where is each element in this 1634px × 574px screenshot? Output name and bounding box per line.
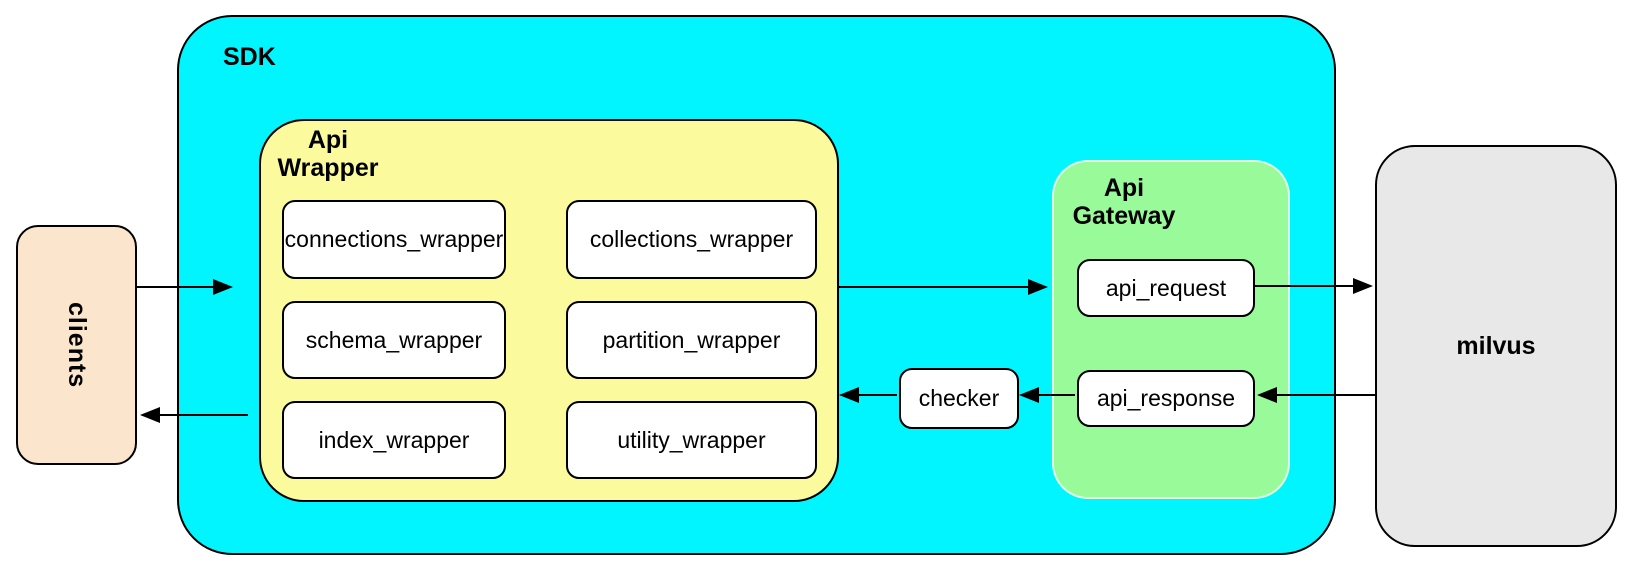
node-collections-wrapper: collections_wrapper — [566, 200, 817, 279]
node-api-response: api_response — [1077, 370, 1255, 427]
node-partition-wrapper: partition_wrapper — [566, 301, 817, 379]
arrow-apiwrapper-to-clients — [140, 407, 248, 423]
node-connections-wrapper: connections_wrapper — [282, 200, 506, 279]
arrow-apiresponse-to-checker — [1019, 387, 1075, 403]
arrow-clients-to-sdk — [137, 279, 233, 295]
arrow-milvus-to-apiresponse — [1257, 387, 1375, 403]
sdk-label: SDK — [223, 43, 276, 71]
sdk-container: SDK Api Wrapper connections_wrapper coll… — [177, 15, 1336, 555]
arrow-apiwrapper-to-apigateway — [837, 279, 1048, 295]
clients-node: clients — [16, 225, 137, 465]
api-wrapper-label-line1: Api — [307, 126, 349, 154]
arrow-apirequest-to-milvus — [1253, 278, 1373, 294]
api-gateway-container: Api Gateway api_request api_response — [1052, 160, 1290, 499]
clients-label: clients — [63, 301, 91, 389]
arrow-checker-to-apiwrapper — [839, 387, 897, 403]
api-gateway-label-line2: Gateway — [1072, 202, 1176, 230]
api-wrapper-container: Api Wrapper connections_wrapper collecti… — [259, 119, 839, 502]
node-index-wrapper: index_wrapper — [282, 401, 506, 479]
api-wrapper-label-line2: Wrapper — [277, 154, 379, 182]
checker-node: checker — [899, 368, 1019, 429]
api-wrapper-label: Api Wrapper — [263, 126, 393, 182]
milvus-node: milvus — [1375, 145, 1617, 547]
node-schema-wrapper: schema_wrapper — [282, 301, 506, 379]
node-api-request: api_request — [1077, 259, 1255, 317]
api-gateway-label-line1: Api — [1103, 174, 1145, 202]
milvus-label: milvus — [1456, 332, 1536, 360]
node-utility-wrapper: utility_wrapper — [566, 401, 817, 479]
api-gateway-label: Api Gateway — [1054, 174, 1194, 230]
